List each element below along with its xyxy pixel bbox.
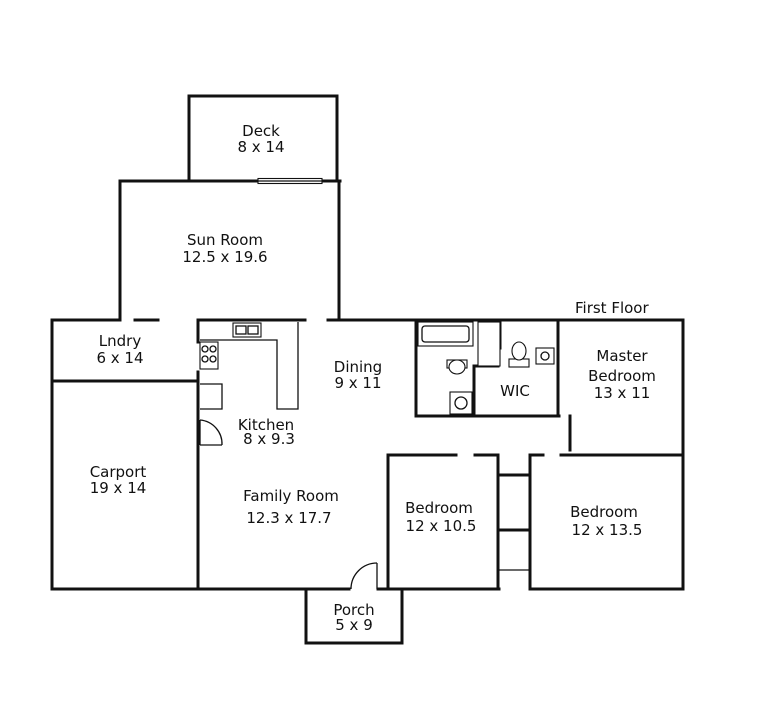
porch-name: Porch [333,601,374,619]
master-bedroom-name-2: Bedroom [588,367,656,385]
kitchen-fixtures [199,322,299,446]
bedroom-3-name: Bedroom [570,503,638,521]
family-room-size: 12.3 x 17.7 [246,509,331,527]
toilet-bowl [448,359,466,375]
laundry-name: Lndry [99,332,142,350]
carport-size: 19 x 14 [90,479,147,497]
porch-size: 5 x 9 [335,616,373,634]
toilet-bowl-2 [511,341,527,361]
deck-name: Deck [242,122,280,140]
bedroom-2-size: 12 x 10.5 [406,517,477,535]
carport-name: Carport [90,463,147,481]
master-bedroom-name-1: Master [596,347,648,365]
kitchen-sink [232,322,262,338]
vanity-sink-2 [449,391,473,415]
dining-name: Dining [334,358,382,376]
sun-room-size: 12.5 x 19.6 [182,248,267,266]
deck-outline [187,94,339,185]
sun-room-name: Sun Room [187,231,263,249]
sun-room-outline [118,179,342,320]
wic-name: WIC [500,382,530,400]
bedroom-3-size: 12 x 13.5 [572,521,643,539]
shower [477,321,501,367]
dining-size: 9 x 11 [334,374,381,392]
kitchen-size: 8 x 9.3 [243,430,295,448]
vanity-sink [535,347,555,365]
deck-size: 8 x 14 [237,138,284,156]
porch-outline [304,562,404,645]
bedroom-2-name: Bedroom [405,499,473,517]
floor-label: First Floor [575,299,649,317]
bath-fixtures [417,321,555,415]
kitchen-name: Kitchen [238,416,294,434]
laundry-size: 6 x 14 [96,349,143,367]
bedroom-walls [386,453,685,591]
family-room-name: Family Room [243,487,339,505]
exterior-walls [50,318,685,591]
laundry-carport-walls [50,318,200,591]
master-bedroom-size: 13 x 11 [594,384,651,402]
stove [199,341,219,370]
